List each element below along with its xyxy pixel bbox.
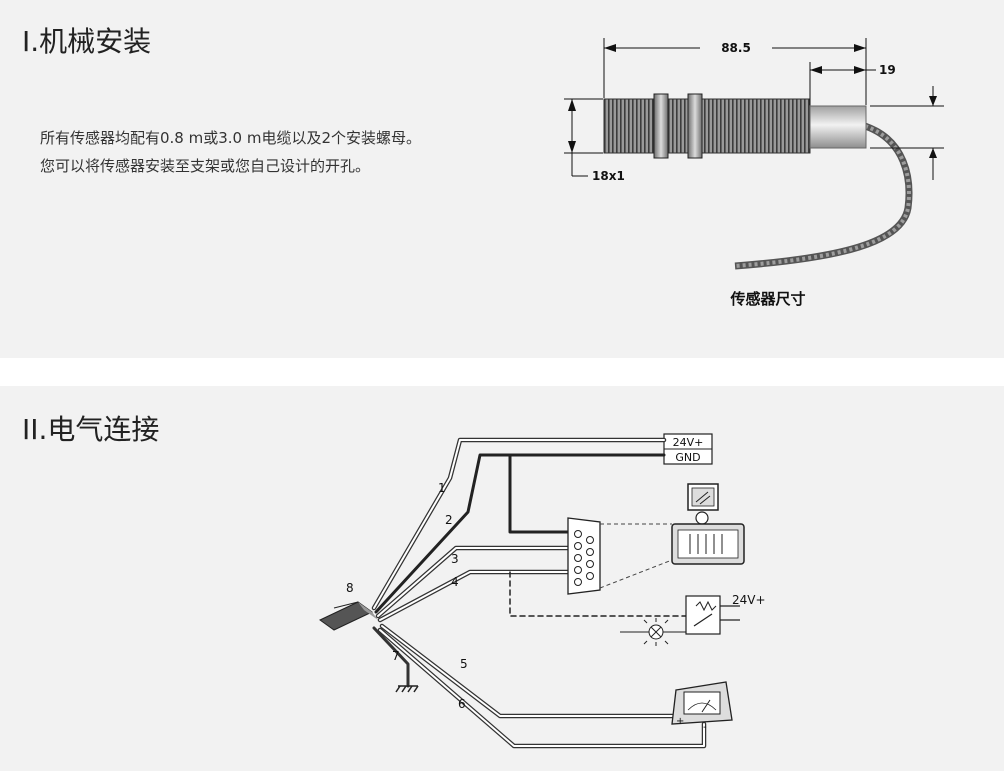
wiring-diagram: 24V+ GND bbox=[319, 433, 766, 749]
wire-label-1: 1 bbox=[438, 481, 446, 495]
relay-switch-icon bbox=[685, 595, 740, 635]
thread-label: 18x1 bbox=[592, 169, 625, 183]
wire-label-2: 2 bbox=[445, 513, 453, 527]
sub-d-connector-icon bbox=[567, 517, 601, 595]
wire-label-5: 5 bbox=[460, 657, 468, 671]
description-line-1: 所有传感器均配有0.8 m或3.0 m电缆以及2个安装螺母。 bbox=[40, 129, 422, 147]
diagram-caption: 传感器尺寸 bbox=[729, 290, 805, 308]
sensor-dimension-diagram: 88.5 19 18x1 传感器尺寸 bbox=[564, 38, 944, 308]
relay-power-label: 24V+ bbox=[732, 593, 766, 607]
mounting-nut-1 bbox=[653, 93, 669, 159]
wire-4-relay bbox=[509, 571, 709, 617]
length-label: 88.5 bbox=[721, 41, 751, 55]
wire-label-4: 4 bbox=[451, 575, 459, 589]
wire-label-6: 6 bbox=[458, 697, 466, 711]
svg-text:-: - bbox=[703, 722, 707, 733]
wire-label-8: 8 bbox=[346, 581, 354, 595]
analog-meter-icon: + - bbox=[671, 681, 733, 733]
mechanical-description: 所有传感器均配有0.8 m或3.0 m电缆以及2个安装螺母。 您可以将传感器安装… bbox=[40, 124, 421, 180]
cable-jacket bbox=[319, 601, 373, 631]
cap-label: 19 bbox=[879, 63, 896, 77]
electrical-title: II.电气连接 bbox=[22, 413, 160, 446]
mechanical-title: I.机械安装 bbox=[22, 25, 152, 58]
ground-label: GND bbox=[675, 451, 700, 464]
wire-2 bbox=[374, 453, 666, 614]
description-line-2: 您可以将传感器安装至支架或您自己设计的开孔。 bbox=[40, 157, 371, 175]
wire-label-7: 7 bbox=[392, 649, 400, 663]
svg-text:+: + bbox=[676, 716, 684, 727]
lamp-icon bbox=[620, 618, 686, 646]
mounting-nut-2 bbox=[687, 93, 703, 159]
computer-icon bbox=[671, 483, 745, 565]
power-label: 24V+ bbox=[673, 436, 704, 449]
sensor-thread-body bbox=[603, 98, 811, 154]
ground-symbol-icon bbox=[395, 685, 419, 693]
wire-6 bbox=[377, 627, 707, 749]
sensor-cap bbox=[809, 105, 867, 149]
wire-7 bbox=[372, 626, 410, 688]
wire-4 bbox=[377, 569, 579, 623]
electrical-section: II.电气连接 bbox=[0, 386, 1004, 771]
wire-label-3: 3 bbox=[451, 552, 459, 566]
mechanical-section: I.机械安装 所有传感器均配有0.8 m或3.0 m电缆以及2个安装螺母。 您可… bbox=[0, 0, 1004, 358]
